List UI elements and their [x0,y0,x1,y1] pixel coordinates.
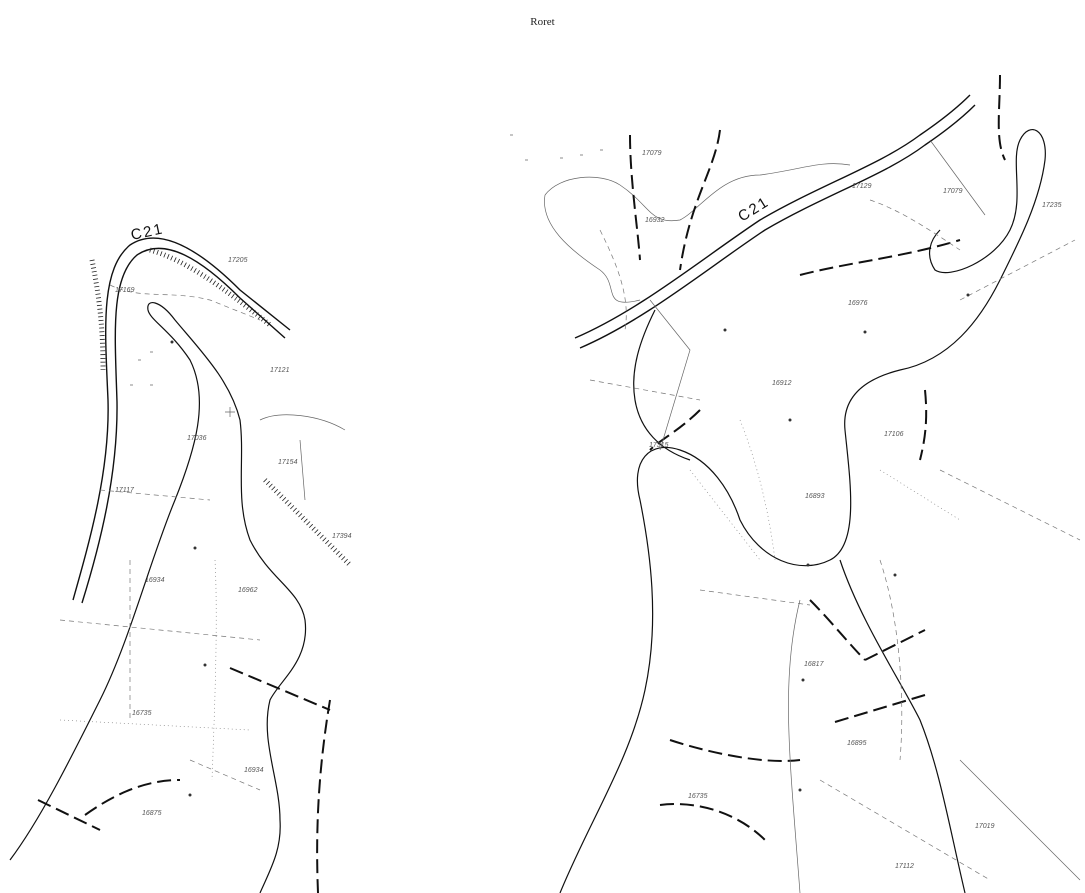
parcel-line-right-9 [929,139,986,216]
parcel-line-left-1 [109,284,261,321]
parcel-line-right-6 [739,419,776,561]
spot-height: 16875 [142,810,162,817]
right-map-sheet [544,74,1081,893]
parcel-line-right-8 [959,239,1076,301]
parcel-line-left-5 [259,414,346,431]
parcel-line-right-13 [939,469,1081,541]
boundary-left-4 [84,779,181,816]
spot-height: 17019 [975,823,995,830]
parcel-line-left-3 [211,559,217,781]
parcel-line-right-15 [819,779,991,881]
spot-height-labels: 17205 17169 17121 17036 17154 17117 1739… [115,150,1062,870]
spot-height: 17169 [115,287,135,294]
road-c21-left-inner [81,247,286,604]
contour-line-right-1 [559,129,1046,893]
spot-height: 16962 [238,587,258,594]
boundary-right-8 [834,694,926,723]
parcel-line-left-2 [99,489,211,501]
boundary-left-2 [316,699,331,893]
road-c21-left-outer [72,237,291,601]
spot-height: 16934 [244,767,264,774]
parcel-line-right-11 [879,559,903,761]
spot-height: 17106 [884,431,904,438]
parcel-line-right-14 [649,299,691,451]
boundary-left-3 [37,799,101,831]
spot-height: 16934 [145,577,165,584]
spot-height: 17154 [278,459,298,466]
contour-line-right-3 [633,309,691,461]
road-label-right: C21 [735,193,772,225]
embankment-hatch-left-2 [149,247,272,327]
parcel-line-right-10 [879,469,961,521]
contour-line-right-2 [839,559,966,893]
spot-height: 16817 [804,661,825,668]
spot-height: 17036 [187,435,207,442]
boundary-right-11 [649,409,701,451]
boundary-right-5 [919,389,928,461]
spot-height: 17394 [332,533,352,540]
spot-height: 17079 [642,150,662,157]
contour-line-left [9,302,307,893]
page-title: Roret [530,16,555,28]
boundary-right-6 [809,599,866,661]
road-c21-right-inner [579,104,976,349]
parcel-line-left-7 [59,719,251,731]
boundary-right-1 [629,134,641,261]
boundary-right-9 [669,739,801,762]
spot-height: 16976 [848,300,868,307]
parcel-line-left-8 [299,439,306,501]
spot-height: 16735 [688,793,708,800]
spot-height: 17117 [115,487,135,494]
parcel-line-right-4 [699,589,811,606]
spot-height: 16895 [847,740,867,747]
parcel-line-right-3 [689,469,761,561]
spot-height: 16912 [772,380,792,387]
spot-height: 17315 [649,442,669,449]
boundary-right-10 [659,803,766,841]
left-map-sheet [9,237,352,893]
spot-height: 16932 [645,217,665,224]
contour-loop-right [544,163,851,222]
road-c21-right-outer [574,94,971,339]
spot-height: 17112 [895,863,914,870]
embankment-hatch-left-3 [263,478,352,567]
spot-height: 17205 [228,257,248,264]
contour-loop-right-2 [544,194,641,303]
parcel-line-right-5 [788,599,801,893]
spot-height: 16893 [805,493,825,500]
spot-height: 16735 [132,710,152,717]
parcel-line-left-9 [189,759,261,791]
spot-height: 17129 [852,183,872,190]
boundary-right-3 [799,239,961,276]
parcel-line-right-1 [599,229,627,331]
parcel-line-left-4 [59,619,261,641]
parcel-line-right-12 [959,759,1081,881]
boundary-right-7 [864,629,926,661]
boundary-right-2 [679,129,721,271]
spot-height: 17079 [943,188,963,195]
road-label-left: C21 [129,220,165,244]
survey-markers [130,134,970,797]
boundary-right-4 [997,74,1006,161]
parcel-line-right-2 [589,379,701,401]
boundary-left-1 [229,667,331,711]
embankment-hatch-left [89,259,106,371]
spot-height: 17121 [270,367,290,374]
parcel-line-right-7 [869,199,961,251]
spot-height: 17235 [1042,202,1062,209]
